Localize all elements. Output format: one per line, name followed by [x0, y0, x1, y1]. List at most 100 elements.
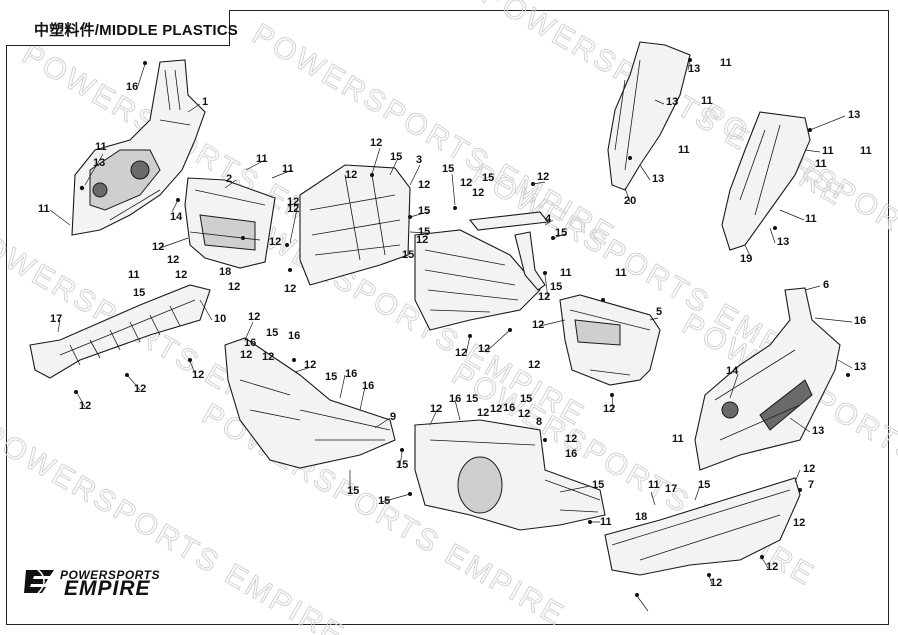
callout-label: 12: [416, 234, 428, 246]
drawing-frame: [6, 10, 889, 625]
callout-label: 2: [226, 173, 232, 185]
callout-label: 11: [38, 203, 50, 215]
callout-label: 12: [803, 463, 815, 475]
callout-label: 15: [325, 371, 337, 383]
callout-label: 13: [777, 236, 789, 248]
part-1-left-side-panel: [71, 59, 206, 236]
leader-lines: [49, 59, 853, 612]
callout-label: 12: [345, 169, 357, 181]
part-4-console-panel: [414, 211, 550, 331]
callout-label: 16: [244, 337, 256, 349]
callout-label: 12: [490, 403, 502, 415]
callout-label: 15: [482, 172, 494, 184]
callout-label: 12: [370, 137, 382, 149]
callout-label: 1: [202, 96, 208, 108]
callout-label: 13: [854, 361, 866, 373]
callout-label: 12: [532, 319, 544, 331]
callout-label: 13: [812, 425, 824, 437]
callout-label: 12: [167, 254, 179, 266]
callout-label: 12: [262, 351, 274, 363]
callout-label: 13: [652, 173, 664, 185]
callout-label: 12: [793, 517, 805, 529]
callout-label: 11: [560, 267, 572, 279]
callout-label: 8: [536, 416, 542, 428]
callout-label: 15: [266, 327, 278, 339]
callout-label: 15: [347, 485, 359, 497]
callout-label: 12: [766, 561, 778, 573]
callout-label: 12: [287, 196, 299, 208]
callout-label: 17: [50, 313, 62, 325]
callout-label: 12: [477, 407, 489, 419]
callout-label: 13: [93, 157, 105, 169]
part-3-center-tunnel-panel: [299, 164, 411, 286]
callout-label: 4: [545, 213, 552, 225]
callout-label: 11: [600, 516, 612, 528]
callout-label: 16: [345, 368, 357, 380]
callout-label: 11: [95, 141, 107, 153]
callout-label: 15: [592, 479, 604, 491]
logo-text-top: POWERSPORTS: [60, 568, 160, 582]
callout-label: 12: [565, 433, 577, 445]
callout-label: 19: [740, 253, 752, 265]
callout-label: 18: [219, 266, 231, 278]
callout-label: 16: [449, 393, 461, 405]
callout-label: 11: [615, 267, 627, 279]
callout-label: 7: [808, 479, 814, 491]
callout-label: 12: [418, 179, 430, 191]
callout-label: 18: [635, 511, 647, 523]
callout-label: 11: [815, 158, 827, 170]
callout-label: 11: [128, 269, 140, 281]
callout-label: 12: [518, 408, 530, 420]
callout-label: 12: [430, 403, 442, 415]
callout-label: 11: [648, 479, 660, 491]
callout-label: 9: [390, 411, 396, 423]
callout-label: 14: [726, 365, 739, 377]
part-9-left-floorboard: [224, 337, 396, 469]
callout-label: 12: [455, 347, 467, 359]
callout-group: 16 1 11 13 14 11 2 11 11 12 12 12 12 12 …: [38, 57, 872, 589]
callout-label: 12: [538, 291, 550, 303]
callout-label: 16: [503, 402, 515, 414]
callout-label: 15: [396, 459, 408, 471]
callout-label: 13: [848, 109, 860, 121]
callout-label: 12: [134, 383, 146, 395]
callout-label: 10: [214, 313, 226, 325]
callout-label: 12: [478, 343, 490, 355]
callout-label: 11: [678, 144, 690, 156]
callout-label: 12: [472, 187, 484, 199]
callout-label: 12: [710, 577, 722, 589]
title-box: [6, 10, 230, 46]
part-7-right-rocker-panel: [604, 477, 801, 576]
callout-label: 12: [284, 283, 296, 295]
callout-label: 11: [822, 145, 834, 157]
callout-label: 11: [860, 145, 872, 157]
callout-label: 12: [304, 359, 316, 371]
callout-label: 15: [555, 227, 567, 239]
callout-label: 11: [701, 95, 713, 107]
part-10-left-rocker-panel: [29, 284, 211, 379]
callout-label: 15: [418, 226, 430, 238]
callout-label: 13: [688, 63, 700, 75]
callout-label: 16: [565, 448, 577, 460]
callout-label: 13: [666, 96, 678, 108]
callout-label: 6: [823, 279, 829, 291]
part-2-under-seat-panel: [184, 177, 276, 269]
part-6-right-side-panel: [694, 287, 841, 471]
callout-label: 15: [378, 495, 390, 507]
callout-label: 20: [624, 195, 636, 207]
callout-label: 14: [170, 211, 183, 223]
part-5-right-floor-panel: [559, 294, 661, 386]
callout-label: 12: [192, 369, 204, 381]
callout-label: 15: [520, 393, 532, 405]
callout-label: 11: [720, 57, 732, 69]
part-8-right-floorboard: [414, 419, 606, 531]
callout-label: 16: [288, 330, 300, 342]
callout-label: 12: [528, 359, 540, 371]
callout-label: 12: [537, 171, 549, 183]
callout-label: 15: [698, 479, 710, 491]
logo-text-bottom: EMPIRE: [64, 577, 151, 600]
callout-label: 12: [79, 400, 91, 412]
callout-label: 15: [418, 205, 430, 217]
callout-label: 3: [416, 154, 422, 166]
